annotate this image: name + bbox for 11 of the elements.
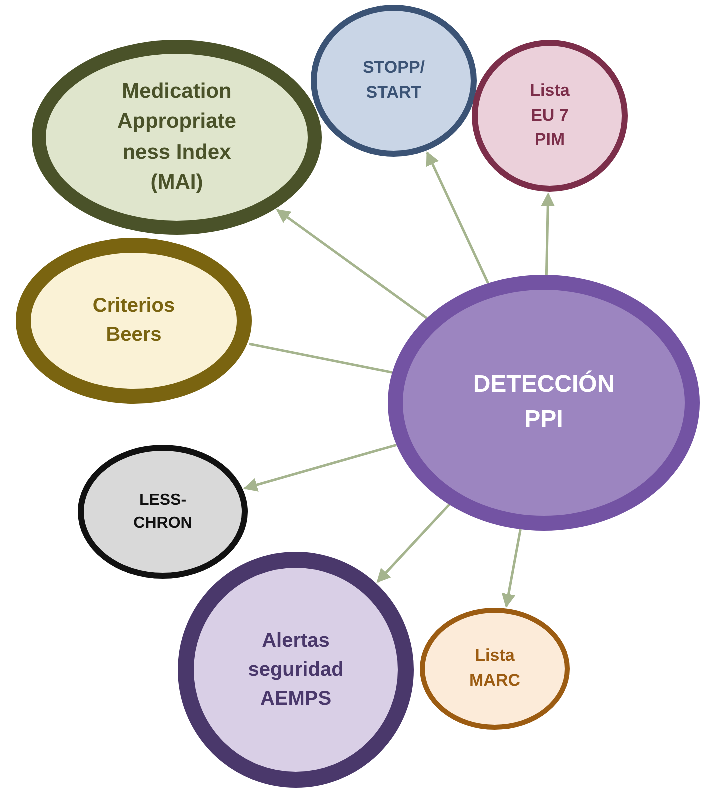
node-label: LESS- CHRON [132,490,194,534]
node-label: Alertas seguridad AEMPS [247,628,345,712]
arrow [244,444,398,492]
node-label: Criterios Beers [92,294,176,348]
arrow [502,529,522,608]
arrow [541,192,556,276]
node-label: Medication Appropriate ness Index (MAI) [116,78,238,196]
node-label: DETECCIÓN PPI [472,370,616,435]
node-label: STOPP/ START [362,57,426,104]
node-label: Lista MARC [468,645,522,692]
node-label: Lista EU 7 PIM [529,80,571,152]
